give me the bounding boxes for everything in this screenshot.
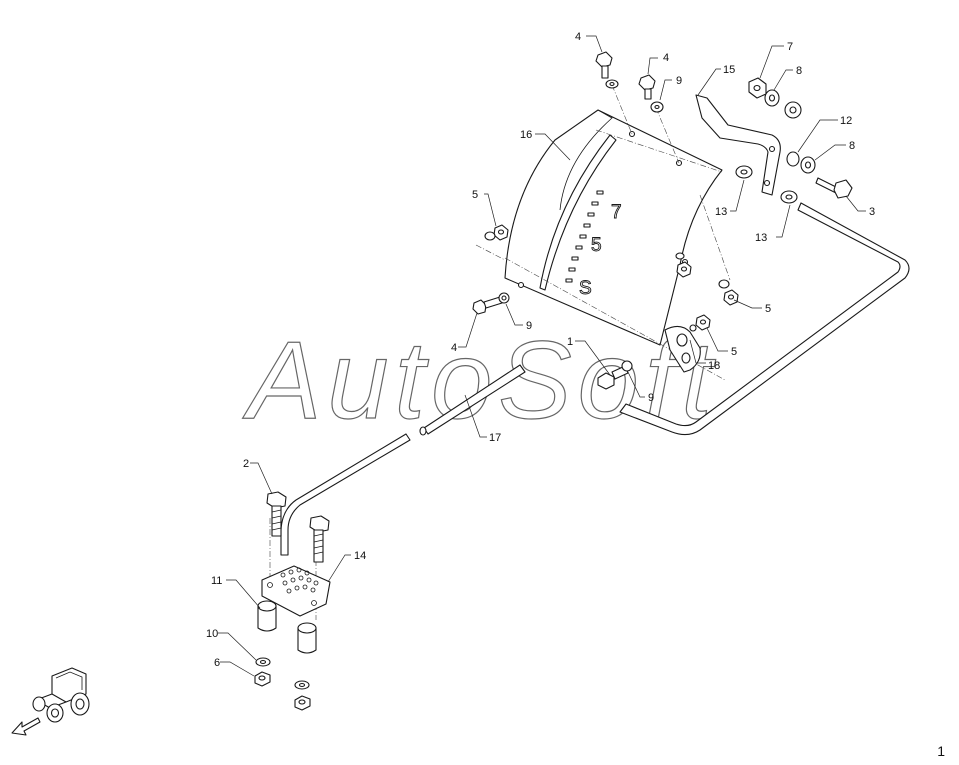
callout-5-lower: 5 <box>731 346 737 358</box>
washer-top-left <box>605 79 619 89</box>
gear-detent-marks <box>565 190 604 283</box>
bracket-15 <box>695 94 781 196</box>
callout-3: 3 <box>869 206 875 218</box>
callout-9-lever: 9 <box>648 392 654 404</box>
callout-5-left: 5 <box>472 189 478 201</box>
washer-lower-second <box>294 680 310 690</box>
callout-10: 10 <box>206 628 218 640</box>
nut-lower-second <box>294 695 311 711</box>
page-number: 1 <box>937 743 945 759</box>
spacer-11 <box>257 600 277 632</box>
callout-7: 7 <box>787 41 793 53</box>
bolt-lever <box>597 360 633 390</box>
bolt-3 <box>815 177 853 199</box>
callout-5-right: 5 <box>765 303 771 315</box>
callout-6: 6 <box>214 657 220 669</box>
callout-16: 16 <box>520 129 532 141</box>
watermark: AutoSoft <box>242 319 718 442</box>
washer-top-right <box>784 101 802 119</box>
mounting-plate-14 <box>261 565 331 617</box>
callout-1: 1 <box>567 336 573 348</box>
direction-arrow-icon <box>11 717 41 736</box>
nut-5-lower <box>695 314 711 331</box>
nut-6 <box>254 671 271 687</box>
callout-8-lower: 8 <box>849 140 855 152</box>
gear-selector-plate: 7 5 S <box>504 109 723 346</box>
callout-17: 17 <box>489 432 501 444</box>
gear-mark-5: 5 <box>591 235 602 256</box>
shift-rod-17 <box>280 202 910 556</box>
nut-5-left <box>484 224 509 241</box>
callout-12: 12 <box>840 115 852 127</box>
spacer-13-lower <box>780 190 798 204</box>
callout-9-lower-left: 9 <box>526 320 532 332</box>
callout-8-upper: 8 <box>796 65 802 77</box>
callout-4-top-left: 4 <box>575 31 581 43</box>
spacer-13-upper <box>735 165 753 179</box>
bolt-second <box>309 515 330 563</box>
callout-2: 2 <box>243 458 249 470</box>
gear-mark-s: S <box>579 278 592 299</box>
callout-14: 14 <box>354 550 366 562</box>
callout-13-lower: 13 <box>755 232 767 244</box>
callout-18: 18 <box>708 360 720 372</box>
nut-5-right-lower <box>718 279 739 306</box>
washer-9-lower-left <box>498 292 510 304</box>
nut-7 <box>748 77 767 99</box>
washer-8-upper <box>764 89 780 107</box>
washer-10 <box>255 657 271 667</box>
callout-labels: 4 4 9 15 7 8 12 8 3 16 5 13 13 5 4 9 1 5… <box>206 31 875 669</box>
callout-15: 15 <box>723 64 735 76</box>
leader-lines <box>218 35 866 677</box>
spacer-second <box>297 622 317 654</box>
bolt-4-lower <box>472 296 503 315</box>
gear-mark-7: 7 <box>611 202 622 223</box>
callout-13-upper: 13 <box>715 206 727 218</box>
callout-9-top: 9 <box>676 75 682 87</box>
gear-lever-1 <box>664 324 701 373</box>
bolt-4-top-middle <box>638 74 656 100</box>
bushing-12 <box>786 151 800 167</box>
bolt-4-top-left <box>595 51 613 79</box>
callout-11: 11 <box>211 575 222 587</box>
callout-4-lower: 4 <box>451 342 457 354</box>
callout-4-top-middle: 4 <box>663 52 669 64</box>
washer-8-lower <box>800 156 816 174</box>
washer-9-top <box>650 101 664 113</box>
tractor-orientation-icon <box>32 667 90 723</box>
nut-5-right-upper <box>675 252 692 278</box>
bolt-2 <box>266 491 287 537</box>
